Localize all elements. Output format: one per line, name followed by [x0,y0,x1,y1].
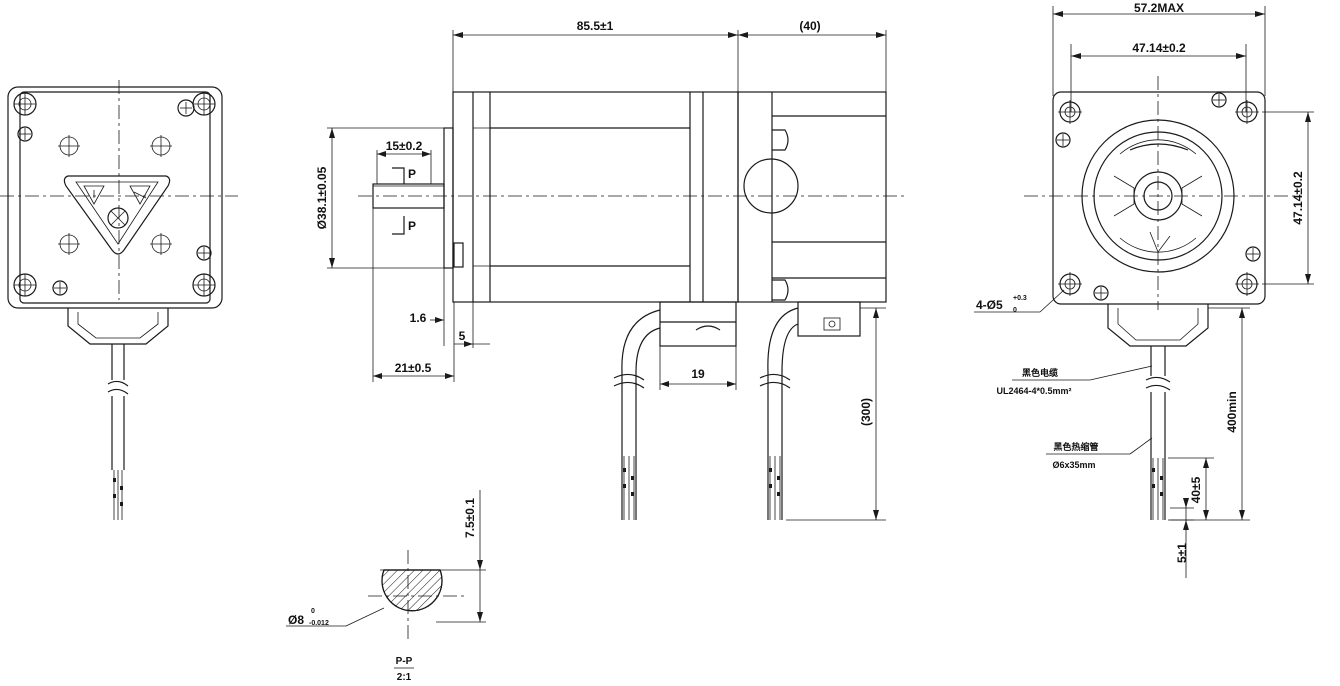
mount-holes-tol-lower: 0 [1013,307,1017,314]
mount-hole [1235,272,1259,296]
shaft-dia-label: Ø8 [288,613,304,627]
screw-icon [1055,132,1071,148]
screw-icon [1245,246,1261,262]
inner-screw [58,233,80,255]
body-length-label: 85.5±1 [577,19,614,33]
shaft-pilot-label: Ø38.1±0.05 [315,166,329,229]
screw-icon [17,126,33,142]
section-mark-bottom: P [408,219,416,233]
pilot-depth-label: 5 [459,329,466,343]
screw-icon [1093,285,1109,301]
mount-holes-label: 4-Ø5 [976,298,1003,312]
hole-pitch-h-label: 47.14±0.2 [1132,41,1186,55]
cable-label-spec: UL2464-4*0.5mm² [996,386,1071,396]
mount-holes-tol-upper: +0.3 [1013,295,1027,302]
hole-pitch-v-label: 47.14±0.2 [1291,171,1305,225]
shaft-tol-lower: -0.012 [309,620,329,627]
screw-icon [177,99,195,117]
corner-hole [192,92,216,116]
shaft-length-label: 21±0.5 [395,361,432,375]
screw-icon [52,280,68,296]
corner-hole [192,273,216,297]
section-mark-top: P [408,167,416,181]
flange-thickness-label: 1.6 [410,311,427,325]
shaft-tol-upper: 0 [311,608,315,615]
screw-icon [1211,92,1227,108]
rear-cable-length-label: 400min [1225,391,1239,432]
inner-screw [150,233,172,255]
flat-width-label: 7.5±0.1 [463,498,477,538]
side-cable-length-label: (300) [859,398,873,426]
cable [107,344,129,520]
flange-max-label: 57.2MAX [1134,1,1184,15]
section-title: P-P [396,656,413,667]
encoder-length-label: (40) [799,19,820,33]
corner-hole [13,92,37,116]
sleeve-label-cn: 黑色热缩管 [1053,441,1098,452]
mount-hole [1058,100,1082,124]
tip-length-label: 5±1 [1175,543,1189,563]
middle-side-view: 85.5±1 (40) Ø38.1±0.05 [315,19,905,521]
inner-screw [58,135,80,157]
section-scale: 2:1 [397,672,412,683]
section-pp-view: 7.5±0.1 Ø8 0 -0.012 P-P 2:1 [286,490,486,683]
shaft-key-length-label: 15±0.2 [386,139,423,153]
strip-length-label: 40±5 [1189,476,1203,503]
left-front-view [0,80,238,520]
right-rear-view: 57.2MAX 47.14±0.2 47.14±0.2 [974,1,1314,578]
warning-triangle-icon [63,175,171,255]
cable-label-cn: 黑色电缆 [1022,367,1058,378]
sleeve-label-spec: Ø6x35mm [1052,460,1095,470]
cable-boot [67,308,169,345]
screw-icon [196,245,212,261]
encoder-cover [1081,119,1235,273]
corner-hole [13,273,37,297]
mount-hole [1235,100,1259,124]
connector-width-label: 19 [691,367,705,381]
inner-screw [150,135,172,157]
mount-hole [1058,272,1082,296]
